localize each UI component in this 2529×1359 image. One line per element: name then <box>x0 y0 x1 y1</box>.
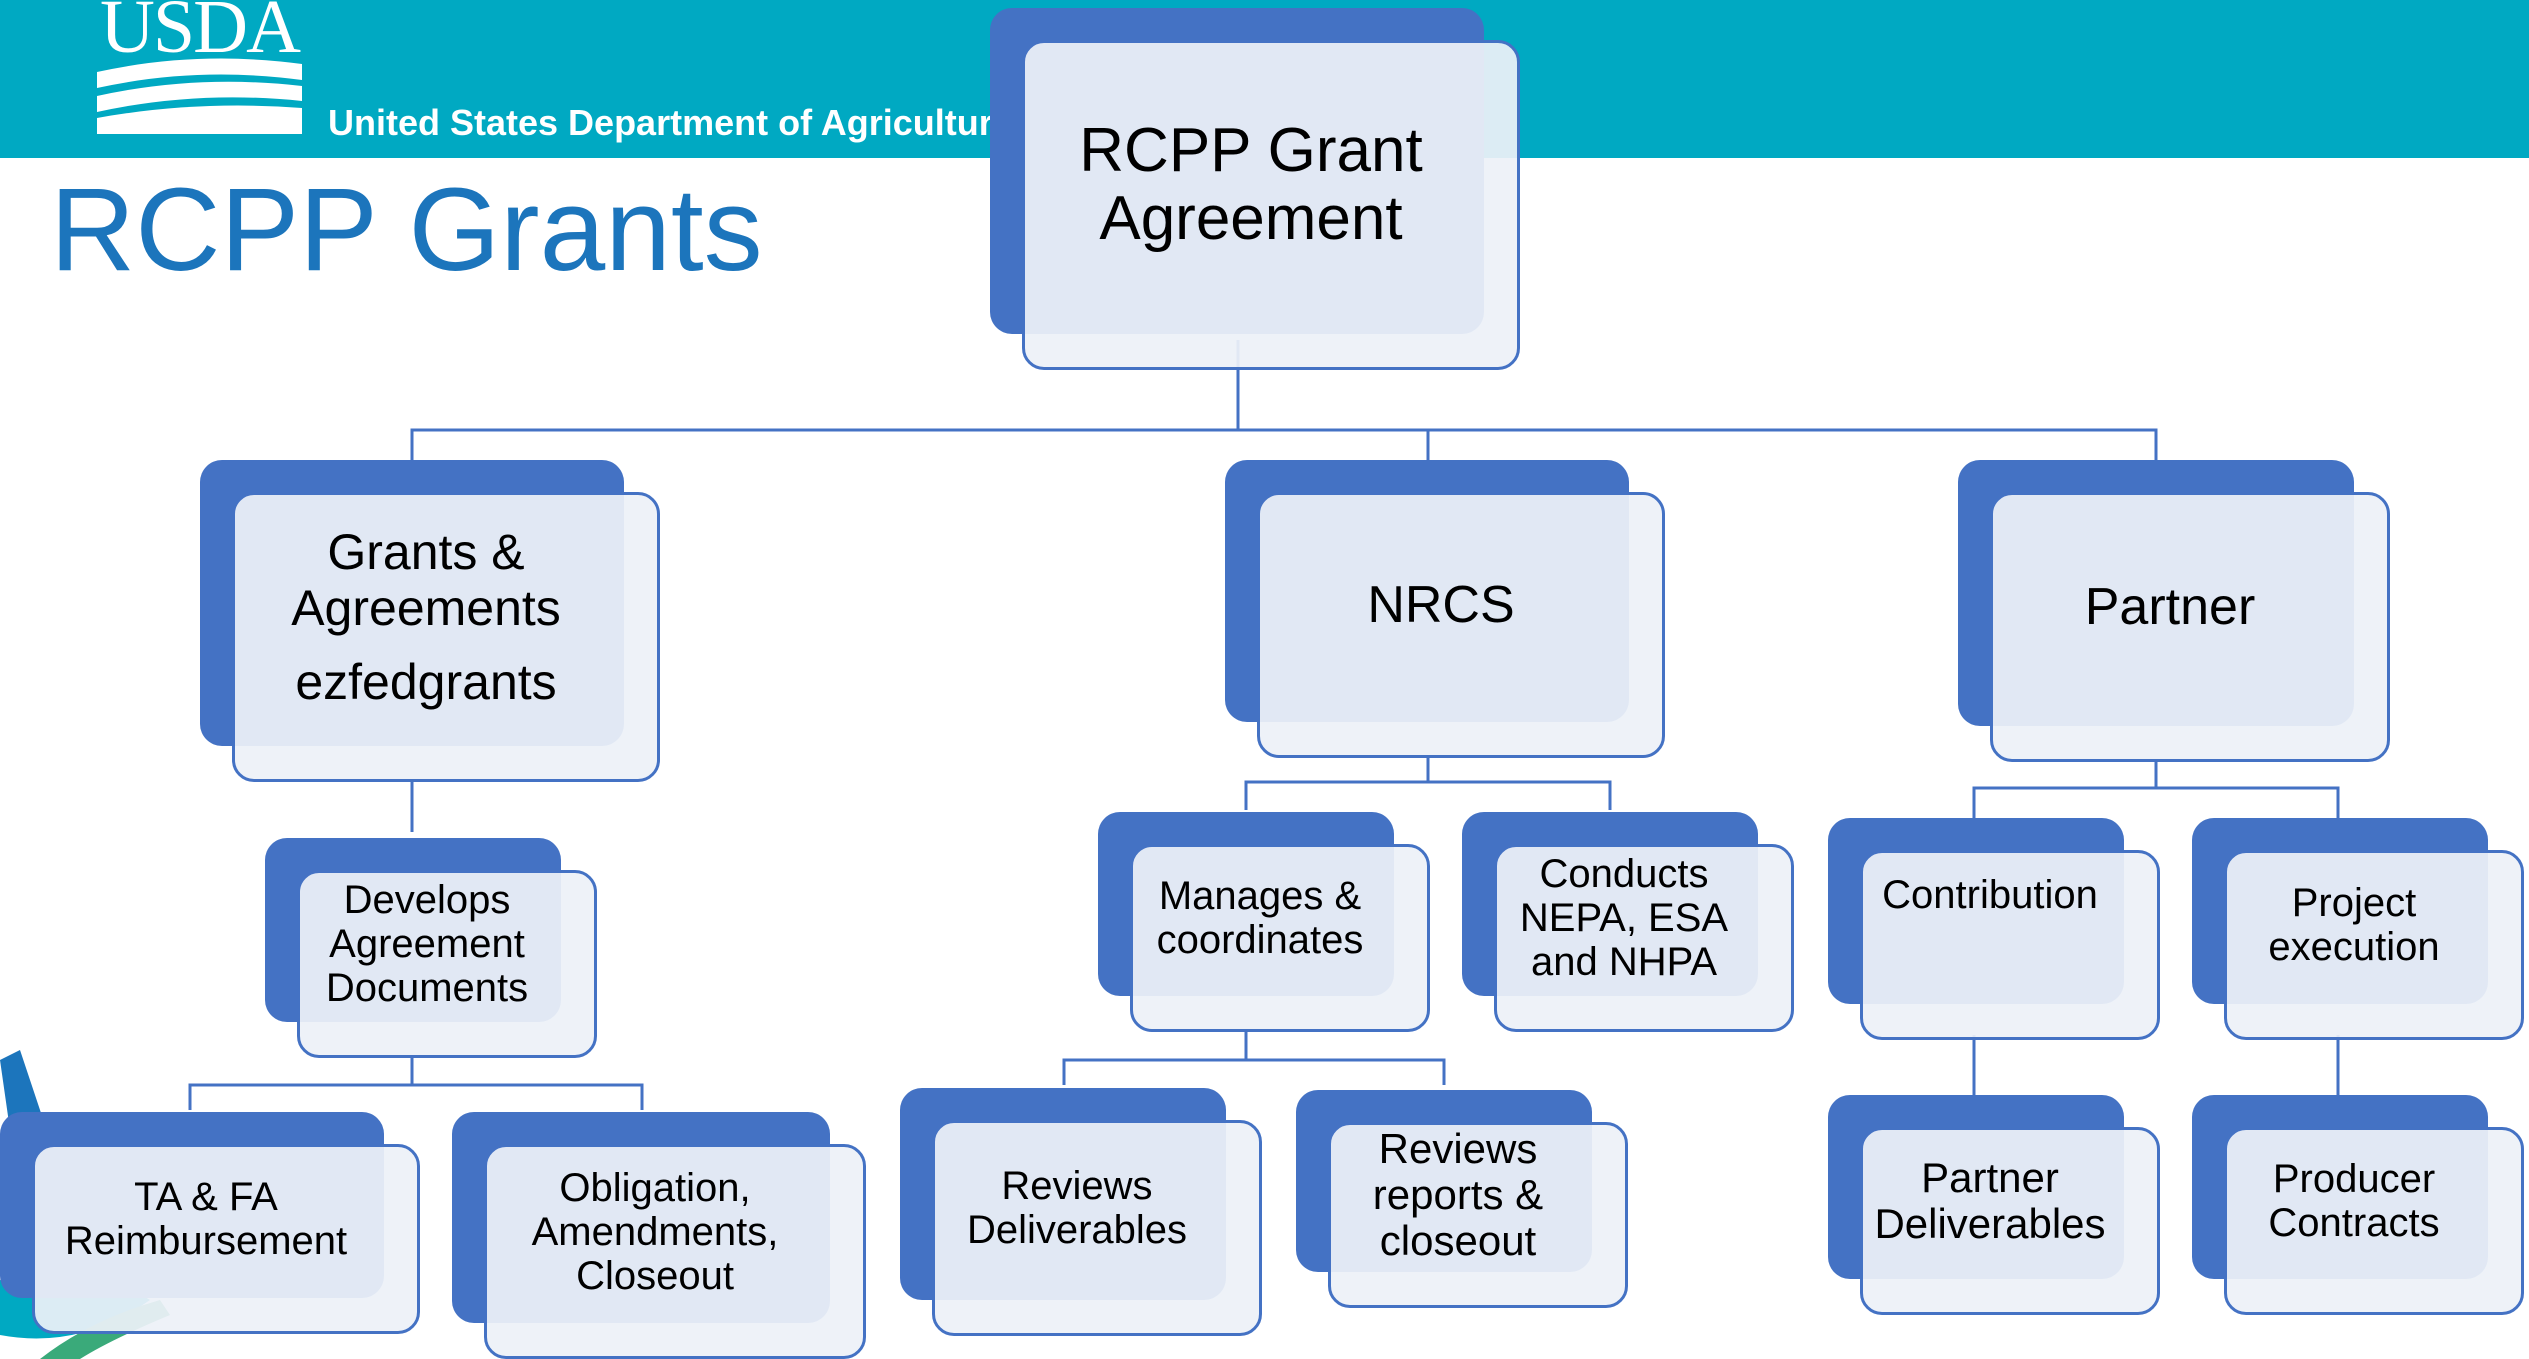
node-label-line: Closeout <box>576 1253 734 1298</box>
node-label-line: Reviews <box>1378 1125 1538 1172</box>
node-label-line: Develops <box>343 878 511 922</box>
node-label-line: Reviews <box>1001 1164 1153 1208</box>
node-label-line: Partner <box>1921 1154 2059 1201</box>
department-name: United States Department of Agriculture <box>328 102 996 143</box>
node-label-line: Obligation, <box>559 1165 751 1210</box>
node-label-line: Agreements <box>291 580 561 636</box>
node-conducts-nepa: Conducts NEPA, ESA and NHPA <box>1462 812 1794 1032</box>
node-label-line: Conducts <box>1539 852 1709 896</box>
node-project-execution: Project execution <box>2192 818 2524 1040</box>
node-label-line: Partner <box>2084 578 2256 636</box>
node-label-line: Project <box>2291 881 2417 925</box>
node-label-line: Contribution <box>1882 873 2098 917</box>
node-label-line: Grants & <box>327 524 525 580</box>
node-label-line: Amendments, <box>531 1209 779 1254</box>
node-label-line: closeout <box>1379 1217 1537 1264</box>
node-label-line: Deliverables <box>966 1208 1188 1252</box>
page-title: RCPP Grants <box>50 164 763 296</box>
node-manages-coordinates: Manages & coordinates <box>1098 812 1430 1032</box>
node-label-line: reports & <box>1372 1171 1544 1218</box>
node-label-line: Agreement <box>329 922 525 966</box>
node-label-line: ezfedgrants <box>295 654 557 710</box>
node-label-line: NRCS <box>1367 576 1515 634</box>
node-obligation-amendments-closeout: Obligation, Amendments, Closeout <box>452 1112 866 1359</box>
node-partner-deliverables: Partner Deliverables <box>1828 1095 2160 1315</box>
node-label-line: Contracts <box>2268 1201 2440 1245</box>
node-label-line: Agreement <box>1099 184 1403 253</box>
node-grants-agreements: Grants & Agreements ezfedgrants <box>200 460 660 782</box>
node-label-line: and NHPA <box>1530 940 1717 984</box>
node-label-line: TA & FA <box>134 1175 278 1219</box>
node-label-line: Documents <box>325 966 529 1010</box>
node-label-line: execution <box>2268 925 2440 969</box>
node-label-line: Manages & <box>1158 874 1362 918</box>
usda-logo <box>97 58 302 134</box>
usda-logo-text: USDA <box>100 0 301 69</box>
node-label-line: RCPP Grant <box>1079 116 1423 185</box>
node-ta-fa-reimbursement: TA & FA Reimbursement <box>0 1112 420 1334</box>
node-contribution: Contribution <box>1828 818 2160 1040</box>
node-label-line: NEPA, ESA <box>1519 896 1729 940</box>
node-reviews-deliverables: Reviews Deliverables <box>900 1088 1262 1336</box>
node-reviews-reports-closeout: Reviews reports & closeout <box>1296 1090 1628 1308</box>
node-label-line: coordinates <box>1156 918 1364 962</box>
node-develops-agreement-documents: Develops Agreement Documents <box>265 838 597 1058</box>
node-label-line: Producer <box>2272 1157 2436 1201</box>
node-label-line: Reimbursement <box>64 1219 348 1263</box>
node-rcpp-grant-agreement: RCPP Grant Agreement <box>990 8 1520 370</box>
node-label-line: Deliverables <box>1874 1200 2106 1247</box>
node-producer-contracts: Producer Contracts <box>2192 1095 2524 1315</box>
node-partner: Partner <box>1958 460 2390 762</box>
node-nrcs: NRCS <box>1225 460 1665 758</box>
